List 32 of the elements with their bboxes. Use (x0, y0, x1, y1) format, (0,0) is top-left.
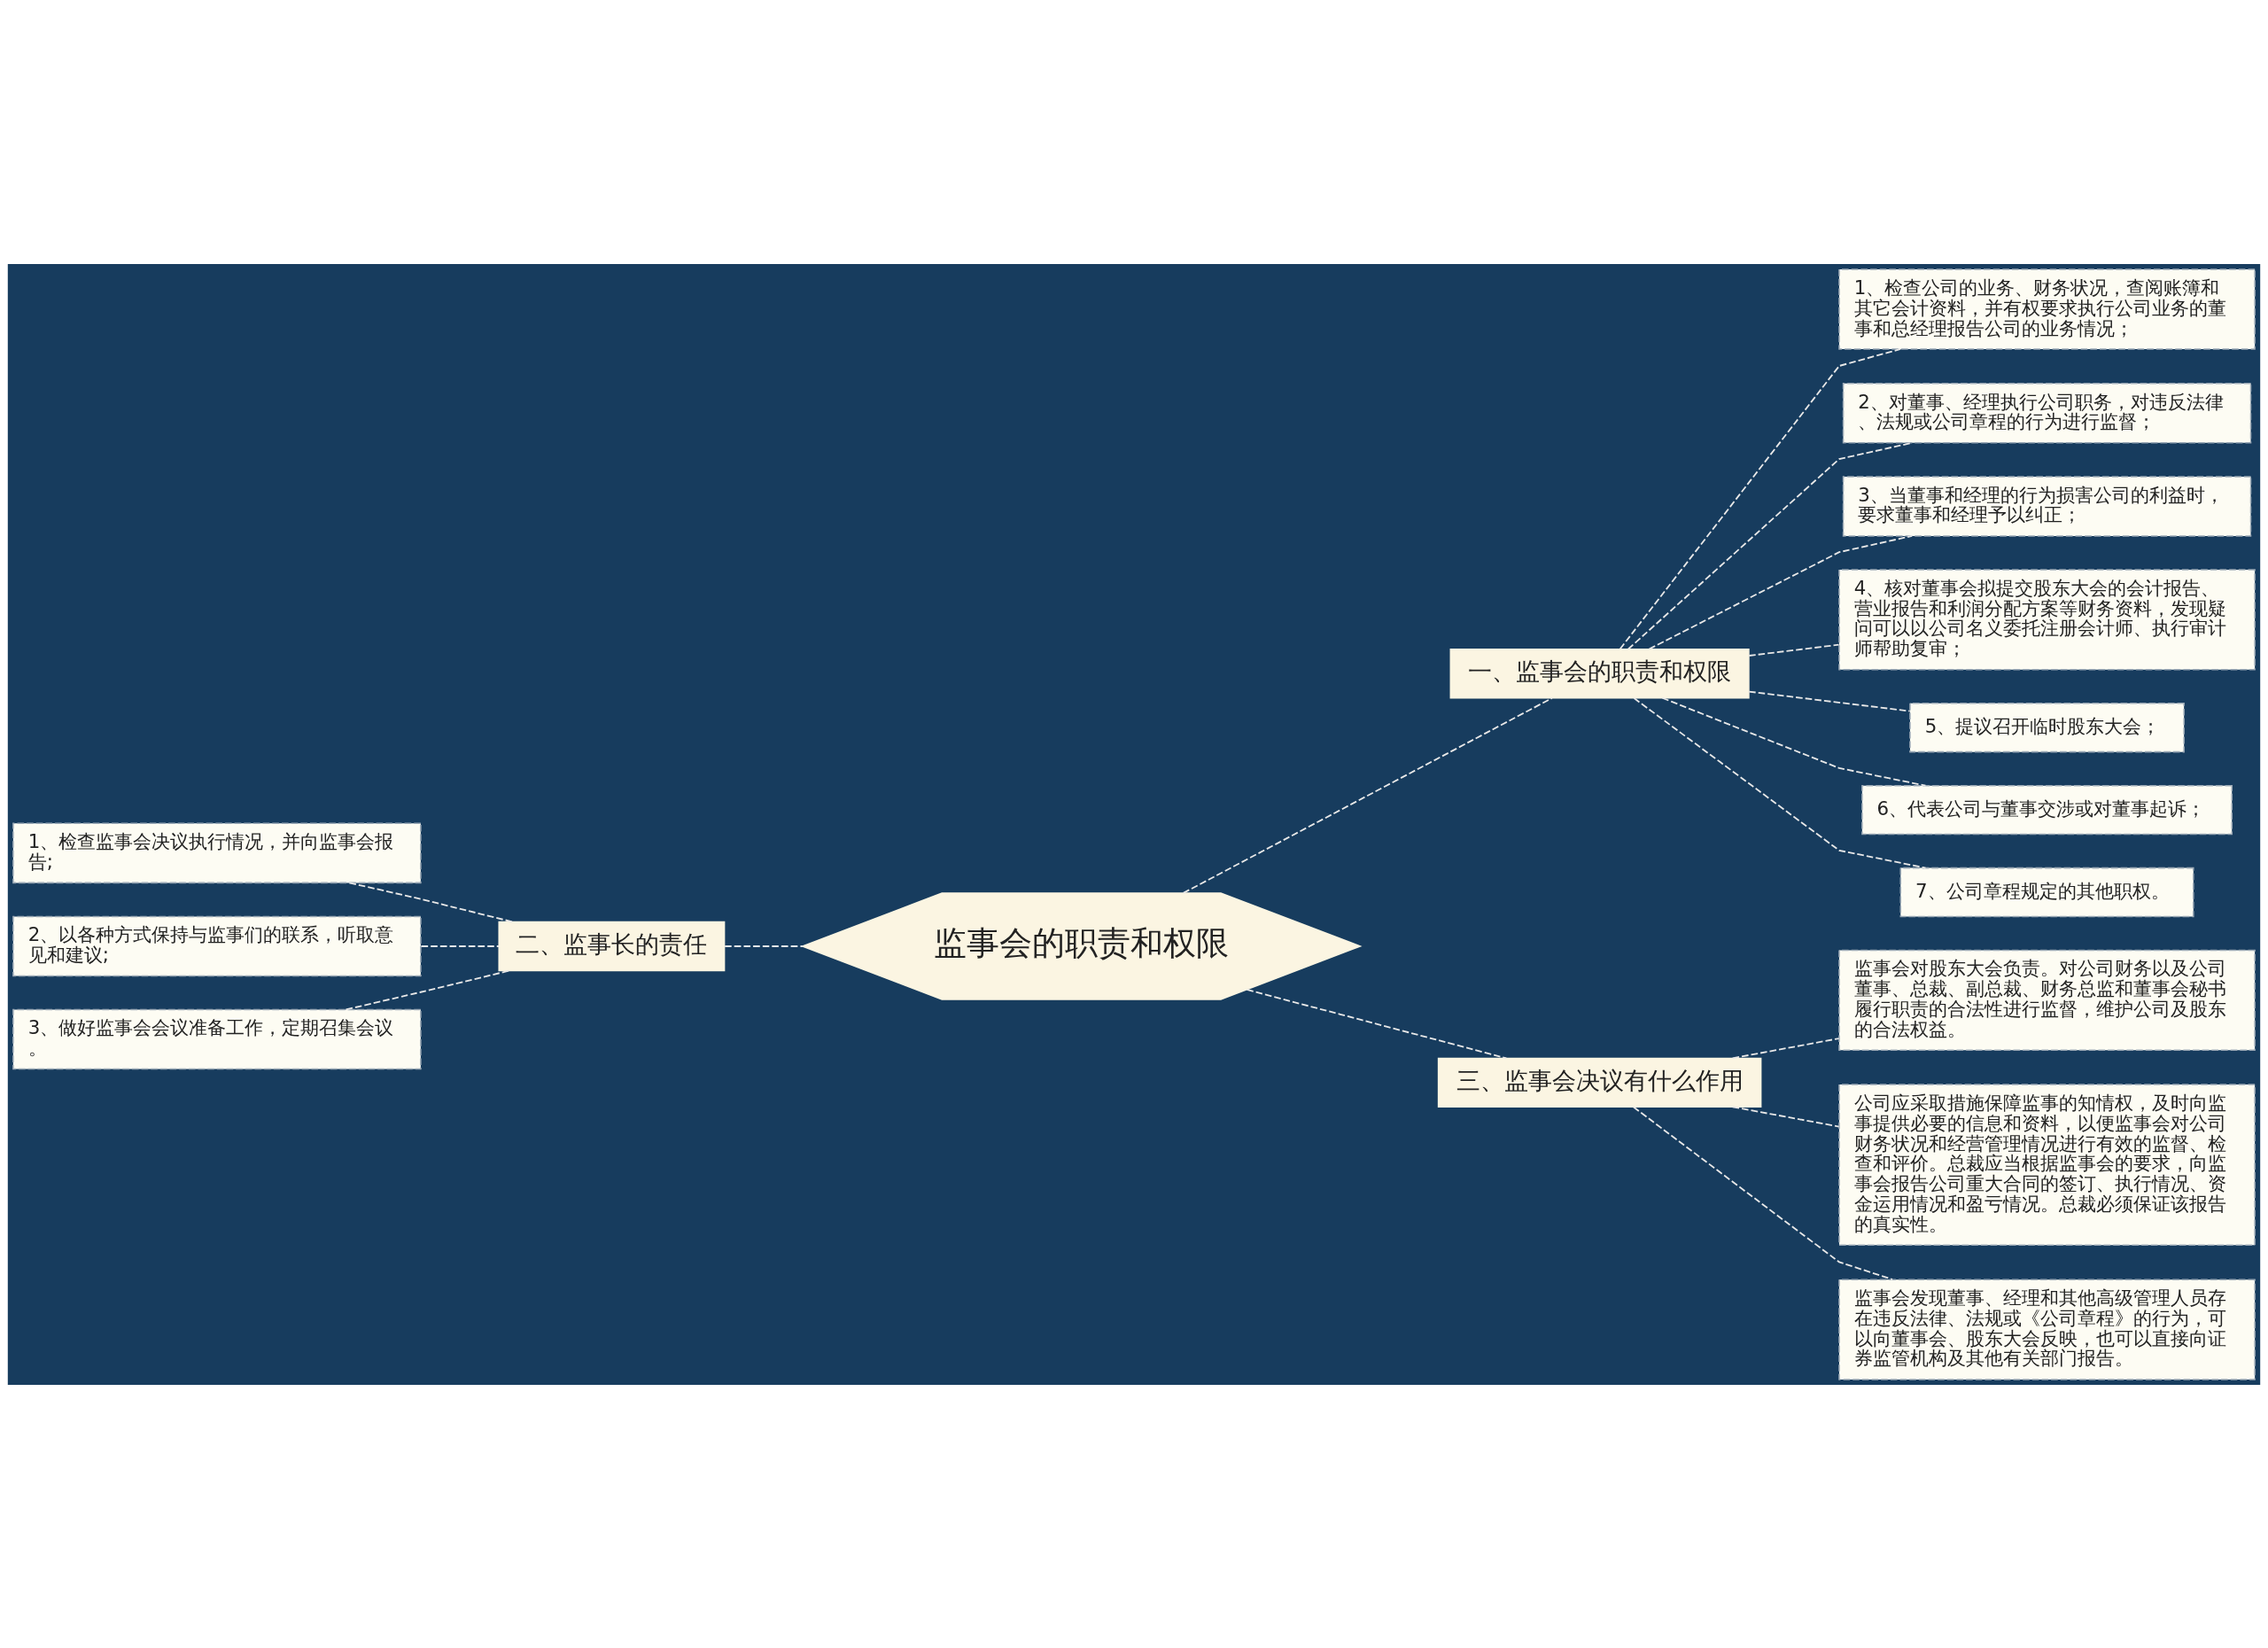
connector (1661, 696, 1927, 787)
node-box: 一、监事会的职责和权限 (1449, 648, 1750, 698)
connector (1748, 643, 1840, 657)
node-box: 2、对董事、经理执行公司职务，对违反法律、法规或公司章程的行为进行监督； (1842, 382, 2252, 444)
node-box: 4、核对董事会拟提交股东大会的会计报告、营业报告和利润分配方案等财务资料，发现疑问可以以公司名义委托注册会计师、执行审计师帮助复审； (1838, 568, 2256, 670)
connector (1648, 534, 1914, 649)
node-box: 1、检查监事会决议执行情况，并向监事会报告; (12, 822, 422, 883)
connector (1627, 441, 1914, 649)
connector (1731, 1037, 1840, 1059)
connector (1246, 988, 1508, 1059)
connector (1748, 690, 1911, 711)
node-box: 1、检查公司的业务、财务状况，查阅账簿和其它会计资料，并有权要求执行公司业务的董事和总经理报告公司的业务情况； (1838, 268, 2256, 350)
connector (1619, 347, 1902, 649)
connector (1633, 696, 1927, 868)
node-box: 二、监事长的责任 (498, 921, 726, 971)
connector (1731, 1105, 1840, 1127)
connector (420, 944, 500, 947)
node-box: 7、公司章程规定的其他职权。 (1899, 867, 2194, 917)
node-box: 3、当董事和经理的行为损害公司的利益时，要求董事和经理予以纠正； (1842, 475, 2252, 537)
node-box: 监事会发现董事、经理和其他高级管理人员存在违反法律、法规或《公司章程》的行为，可以向董事会、股东大会反映，也可以直接向证券监管机构及其他有关部门报告。 (1838, 1278, 2256, 1380)
node-box: 5、提议召开临时股东大会； (1909, 702, 2185, 752)
node-box: 三、监事会决议有什么作用 (1437, 1057, 1762, 1108)
connector (348, 881, 514, 922)
connector (1633, 1106, 1893, 1280)
node-box: 2、以各种方式保持与监事们的联系，听取意见和建议; (12, 915, 422, 976)
connector (1182, 696, 1553, 894)
connector (345, 969, 510, 1010)
node-box: 3、做好监事会会议准备工作，定期召集会议。 (12, 1008, 422, 1069)
connector (724, 944, 804, 947)
node-box: 6、代表公司与董事交涉或对董事起诉； (1861, 784, 2233, 835)
node-box: 公司应采取措施保障监事的知情权，及时向监事提供必要的信息和资料，以便监事会对公司财务状况和经营管理情况进行有效的监督、检查和评价。总裁应当根据监事会的要求，向监事会报告公司重大合同的签订、执行情况、资金运用情况和盈亏情况。总裁必须保证该报告的真实性。 (1838, 1083, 2256, 1246)
node-box: 监事会对股东大会负责。对公司财务以及公司董事、总裁、副总裁、财务总监和董事会秘书履行职责的合法性进行监督，维护公司及股东的合法权益。 (1838, 949, 2256, 1051)
